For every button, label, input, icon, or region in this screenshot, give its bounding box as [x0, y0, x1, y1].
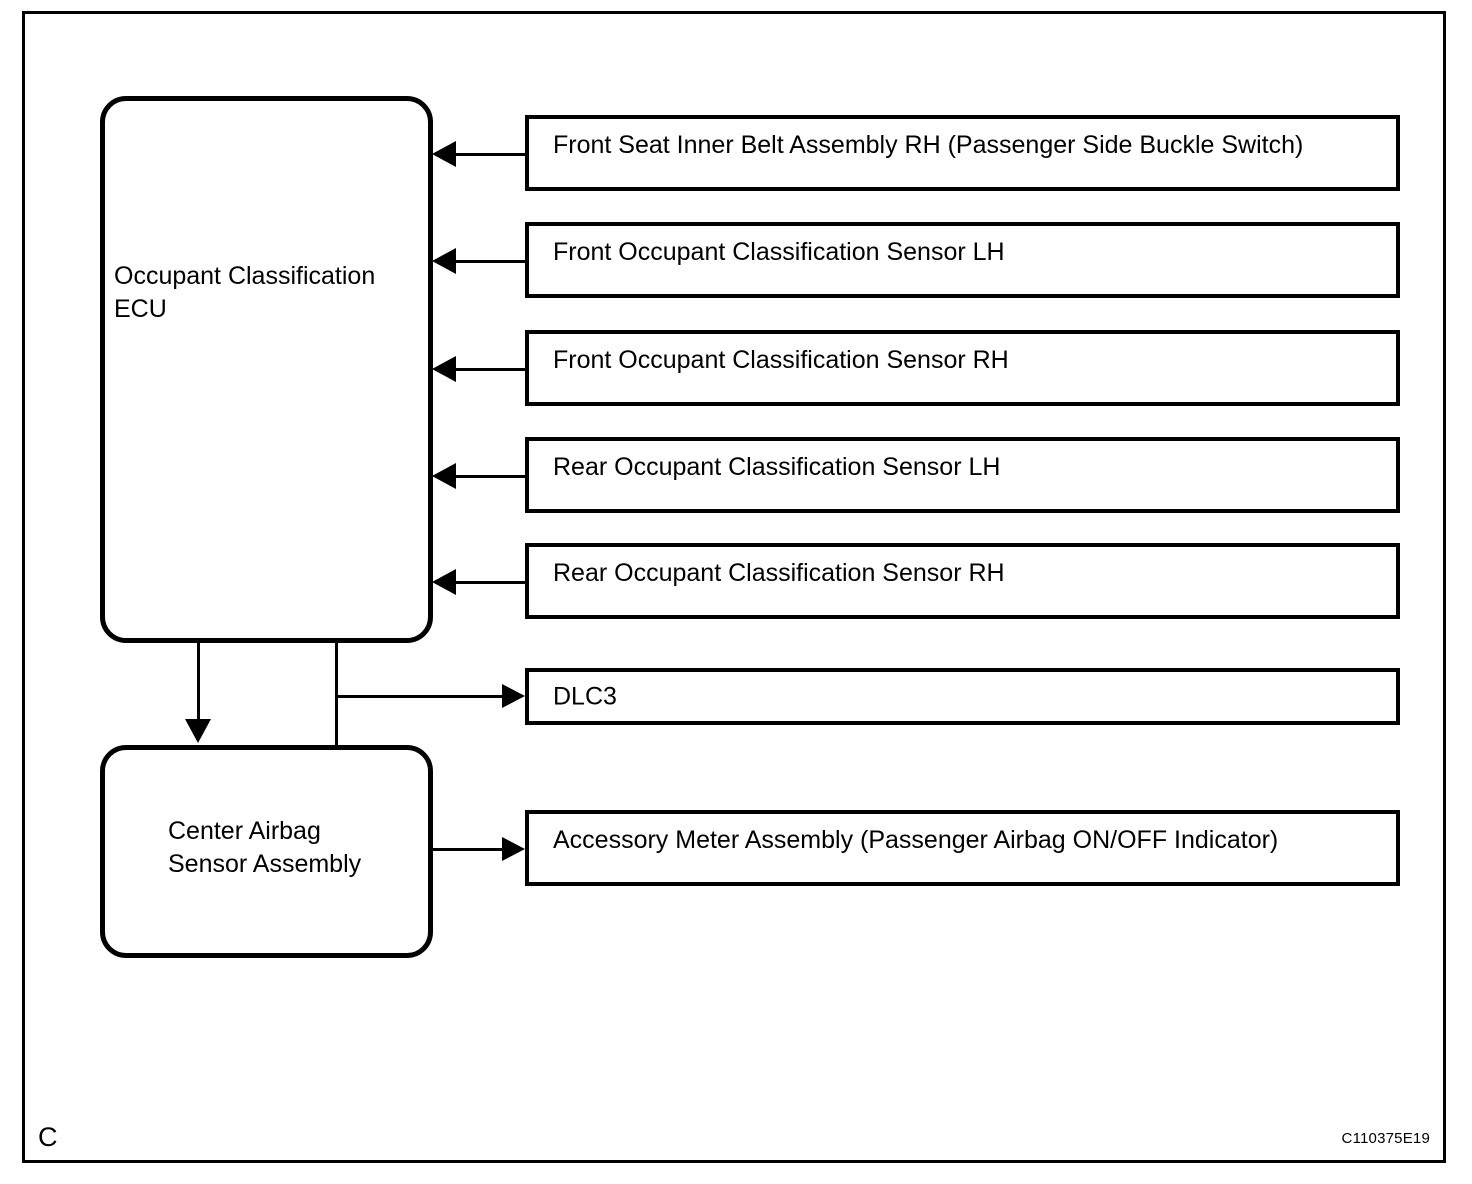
output-box-dlc3: DLC3 — [525, 668, 1400, 725]
input-box-front-seat-inner-belt-rh: Front Seat Inner Belt Assembly RH (Passe… — [525, 115, 1400, 191]
arrowhead-ecu-to-center-airbag — [185, 719, 211, 743]
node-center-airbag-sensor-assembly-label: Center Airbag Sensor Assembly — [168, 817, 362, 878]
connector-line-to-dlc3 — [335, 695, 505, 698]
input-box-front-sensor-lh-label: Front Occupant Classification Sensor LH — [553, 238, 1005, 266]
node-occupant-classification-ecu — [100, 96, 433, 643]
input-box-rear-sensor-lh: Rear Occupant Classification Sensor LH — [525, 437, 1400, 513]
arrowhead-input-4 — [432, 463, 456, 489]
input-box-front-sensor-lh: Front Occupant Classification Sensor LH — [525, 222, 1400, 298]
node-occupant-classification-ecu-label: Occupant Classification ECU — [114, 262, 376, 323]
connector-line-input-5 — [456, 581, 527, 584]
output-box-accessory-meter-assembly-label: Accessory Meter Assembly (Passenger Airb… — [553, 826, 1279, 854]
input-box-rear-sensor-rh: Rear Occupant Classification Sensor RH — [525, 543, 1400, 619]
connector-line-to-accessory-meter — [433, 848, 505, 851]
arrowhead-input-2 — [432, 248, 456, 274]
connector-line-input-1 — [456, 153, 527, 156]
arrowhead-input-3 — [432, 356, 456, 382]
input-box-front-seat-inner-belt-rh-label: Front Seat Inner Belt Assembly RH (Passe… — [553, 131, 1304, 159]
arrowhead-to-dlc3 — [502, 684, 525, 708]
input-box-front-sensor-rh: Front Occupant Classification Sensor RH — [525, 330, 1400, 406]
connector-line-input-4 — [456, 475, 527, 478]
connector-line-ecu-to-center-airbag — [197, 643, 200, 721]
output-box-accessory-meter-assembly: Accessory Meter Assembly (Passenger Airb… — [525, 810, 1400, 886]
connector-line-input-2 — [456, 260, 527, 263]
page-border-frame — [22, 11, 1446, 1163]
arrowhead-input-5 — [432, 569, 456, 595]
arrowhead-input-1 — [432, 141, 456, 167]
connector-line-input-3 — [456, 368, 527, 371]
input-box-rear-sensor-rh-label: Rear Occupant Classification Sensor RH — [553, 559, 1005, 587]
node-center-airbag-sensor-assembly — [100, 745, 433, 958]
output-box-dlc3-label: DLC3 — [553, 682, 617, 710]
input-box-front-sensor-rh-label: Front Occupant Classification Sensor RH — [553, 346, 1009, 374]
arrowhead-to-accessory-meter — [502, 837, 525, 861]
document-reference-code: C110375E19 — [1341, 1130, 1430, 1147]
input-box-rear-sensor-lh-label: Rear Occupant Classification Sensor LH — [553, 453, 1001, 481]
corner-reference-mark: C — [38, 1122, 58, 1152]
